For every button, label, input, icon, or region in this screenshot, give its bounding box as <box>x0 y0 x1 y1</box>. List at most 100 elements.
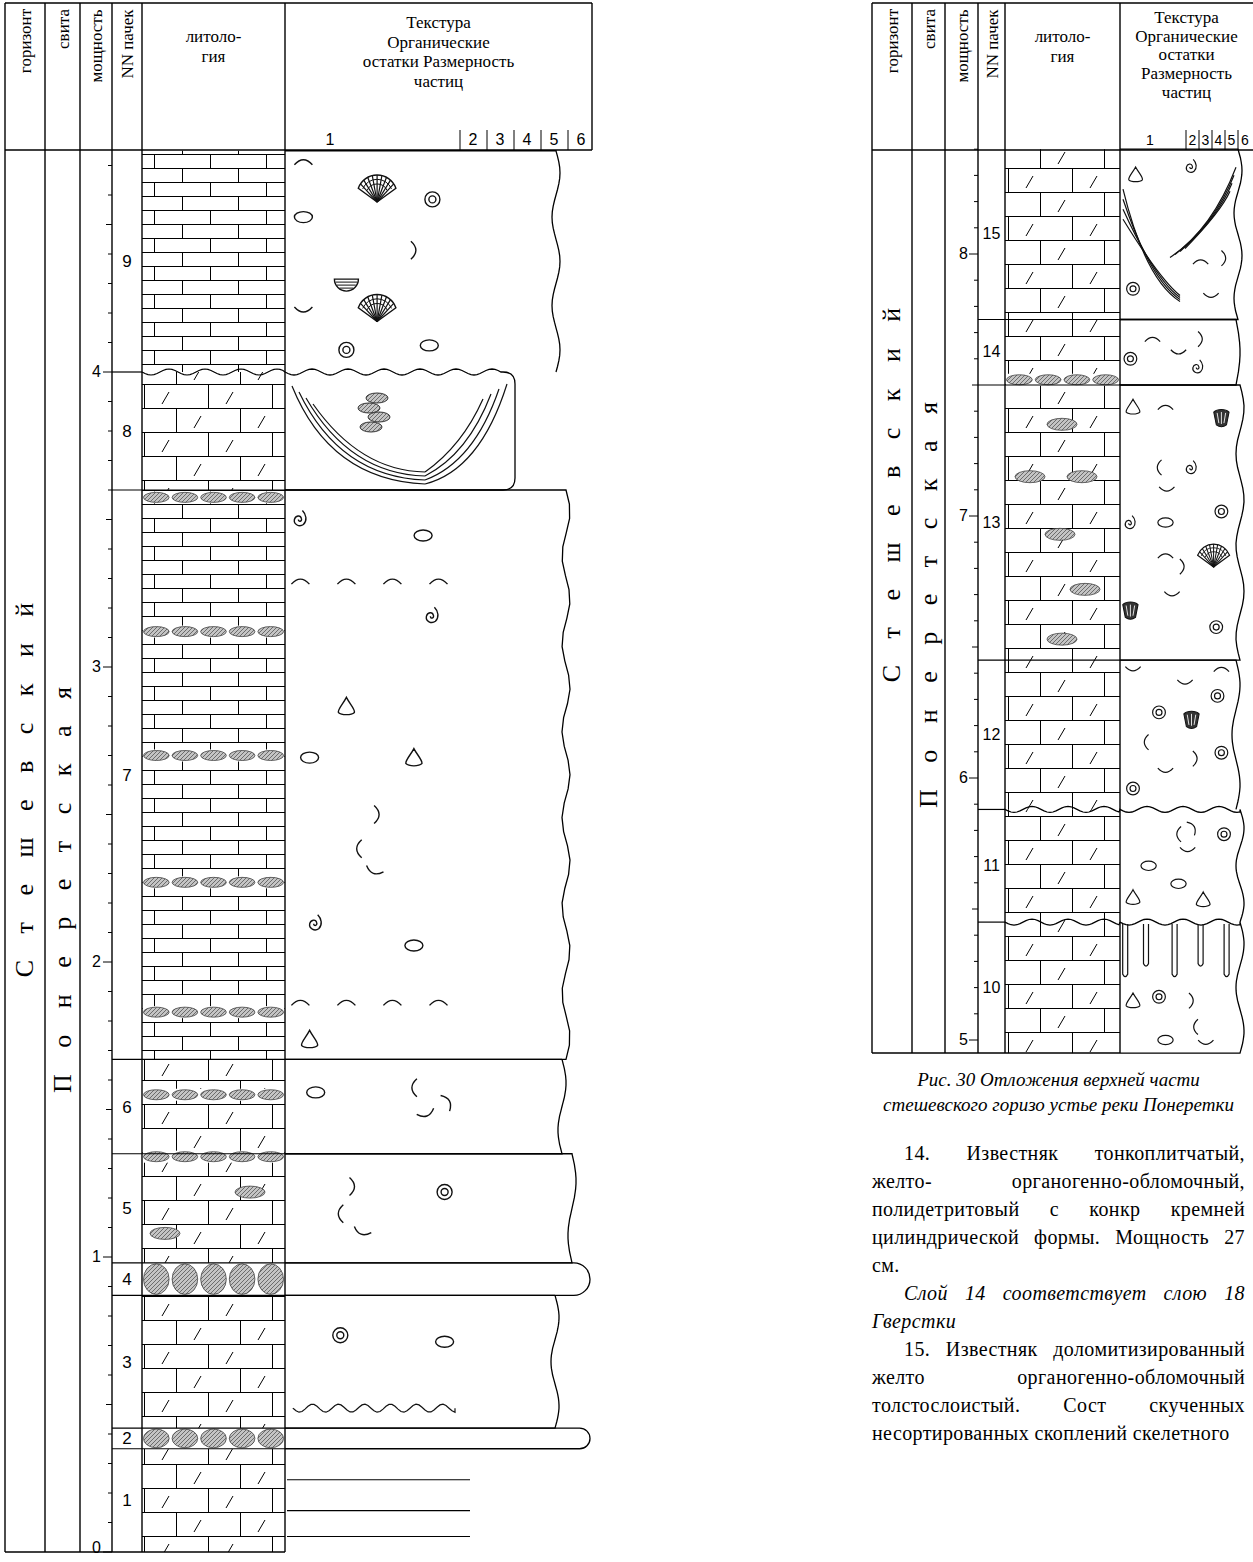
fossil-symbol <box>1158 768 1173 772</box>
fossil-symbol <box>1126 399 1140 414</box>
thickness-number: 4 <box>92 364 101 380</box>
layer-number: 12 <box>983 727 1001 743</box>
column-line <box>141 3 142 1552</box>
coral-symbol <box>1214 410 1229 427</box>
fossil-symbol <box>1221 251 1225 266</box>
column-line <box>111 3 112 1552</box>
fossil-symbol <box>350 1178 355 1196</box>
crinoid-ring <box>425 192 440 207</box>
cross-bedding <box>425 394 491 476</box>
cross-bedding <box>306 398 425 476</box>
formation-cell: П о н е р е т с к а я <box>45 150 80 1552</box>
scale-tick <box>108 1080 112 1081</box>
grain-class-number: 6 <box>1241 133 1249 147</box>
body-paragraph: Слой 14 соответствует слою 18 Гверстки <box>872 1279 1245 1335</box>
scale-tick <box>103 1552 112 1553</box>
fossil-symbol <box>1159 487 1174 491</box>
coral-symbol <box>1123 602 1138 619</box>
thickness-number: 5 <box>959 1032 968 1048</box>
fossil-symbol <box>1157 460 1161 475</box>
layer-boundary <box>112 1295 285 1296</box>
scale-tick <box>108 932 112 933</box>
crinoid-ring <box>1127 782 1140 795</box>
shell-fragment <box>1125 667 1140 671</box>
scale-tick <box>106 519 112 520</box>
chert-nodule <box>201 627 227 637</box>
chert-gap <box>143 1263 285 1295</box>
fossil-symbol <box>294 160 312 165</box>
scale-tick <box>108 1463 112 1464</box>
chert-nodule <box>229 877 255 887</box>
grain-class-number: 2 <box>469 132 478 148</box>
fossil-symbol <box>1211 690 1224 703</box>
fossil-symbol <box>1180 847 1195 851</box>
chert-gap <box>143 1006 285 1018</box>
texture-outline <box>1120 149 1242 319</box>
header-text: Текстура Органические остатки Размерност… <box>1124 3 1249 102</box>
crinoid-ring <box>1156 994 1162 1000</box>
texture-outline <box>1120 320 1240 386</box>
shell-fragment <box>1158 768 1173 772</box>
shell-fragment <box>411 241 416 259</box>
fossil-symbol <box>1145 337 1160 341</box>
scale-tick <box>974 699 978 700</box>
class-tick <box>514 130 515 150</box>
chert-nodule <box>172 1007 198 1017</box>
layer-number: 3 <box>122 1353 131 1370</box>
burrow-trace <box>1123 924 1128 977</box>
oval-fossil <box>1158 518 1173 527</box>
chert-nodule <box>258 492 284 502</box>
cross-bedding <box>292 386 425 484</box>
header-cell: горизонт <box>5 3 45 150</box>
column-line <box>284 3 285 1552</box>
column-line <box>79 3 80 1552</box>
header-text: Текстура Органические остатки Размерност… <box>361 3 517 91</box>
scale-tick <box>108 873 112 874</box>
fossil-symbol <box>1214 667 1229 671</box>
lithology-fill <box>1005 149 1120 319</box>
layer-boundary <box>978 319 1120 320</box>
scale-tick <box>972 647 978 648</box>
fossil-symbol <box>338 1205 343 1223</box>
scale-tick <box>974 227 978 228</box>
layer-boundary <box>142 369 285 375</box>
texture-outline <box>1120 385 1244 660</box>
shell-fragment <box>1198 331 1202 346</box>
crinoid-ring <box>339 342 354 357</box>
brachiopod-rib <box>363 299 392 309</box>
burrow-trace <box>1172 924 1177 977</box>
vertical-text: С т е ш е в с к и й <box>879 298 905 683</box>
fossil-symbol <box>1123 602 1138 619</box>
foraminifera-symbol <box>1126 993 1140 1008</box>
shell-fragment <box>337 579 355 584</box>
texture-outline <box>285 1263 590 1295</box>
half-shell <box>339 288 353 289</box>
layer-number: 9 <box>122 253 131 270</box>
fossil-symbol <box>1214 410 1229 427</box>
scale-tick <box>974 987 978 988</box>
fossil-symbol <box>294 511 306 526</box>
fossil-symbol <box>1177 827 1181 842</box>
column-line <box>591 3 592 150</box>
scale-tick <box>108 1345 112 1346</box>
shell-fragment <box>383 1000 401 1005</box>
fossil-symbol <box>1127 782 1140 795</box>
thickness-number: 8 <box>959 246 968 262</box>
layer-boundary <box>112 489 285 490</box>
fossil-symbol <box>425 192 440 207</box>
shell-fragment <box>353 1226 372 1237</box>
thickness-number: 0 <box>92 1540 101 1556</box>
scale-tick <box>974 568 978 569</box>
fossil-symbol <box>337 1000 355 1005</box>
fossil-symbol <box>1203 293 1218 297</box>
chert-nodule <box>144 877 170 887</box>
crinoid-ring <box>1130 786 1136 792</box>
shell-fragment <box>294 307 312 312</box>
header-cell: горизонт <box>872 3 912 150</box>
lithology-fill <box>142 1449 285 1552</box>
gastropod-symbol <box>1186 461 1196 474</box>
chert-nodule <box>229 751 255 761</box>
header-cell: NN пачек <box>112 3 142 150</box>
scale-tick <box>974 935 978 936</box>
horizon-cell: С т е ш е в с к и й <box>5 150 45 1552</box>
